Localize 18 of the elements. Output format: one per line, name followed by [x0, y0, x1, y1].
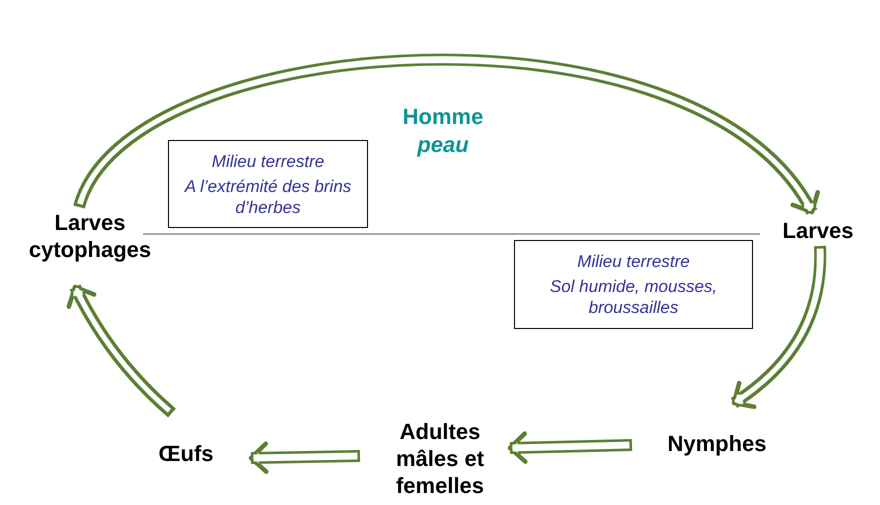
- double-arrow: [248, 441, 360, 474]
- double-arrow: [508, 431, 632, 464]
- life-stage-label: Larves cytophages: [15, 207, 165, 265]
- habitat-text: Milieu terrestre: [577, 251, 690, 272]
- habitat-text: Sol humide, mousses, broussailles: [548, 276, 718, 318]
- host-label: peau: [416, 132, 470, 158]
- life-stage-label: Larves: [772, 214, 864, 246]
- life-stage-label: Nymphes: [652, 427, 782, 459]
- habitat-text: A l’extrémité des brins d’herbes: [183, 176, 352, 218]
- host-label: Homme: [402, 104, 484, 130]
- habitat-text: Milieu terrestre: [212, 150, 324, 172]
- double-arrow: [730, 246, 826, 408]
- habitat-box: [168, 140, 368, 228]
- habitat-box: [514, 240, 753, 329]
- double-arrow: [66, 284, 176, 418]
- double-arrow: [74, 54, 817, 216]
- life-stage-label: Œufs: [145, 437, 227, 469]
- life-stage-label: Adultes mâles et femelles: [372, 414, 508, 502]
